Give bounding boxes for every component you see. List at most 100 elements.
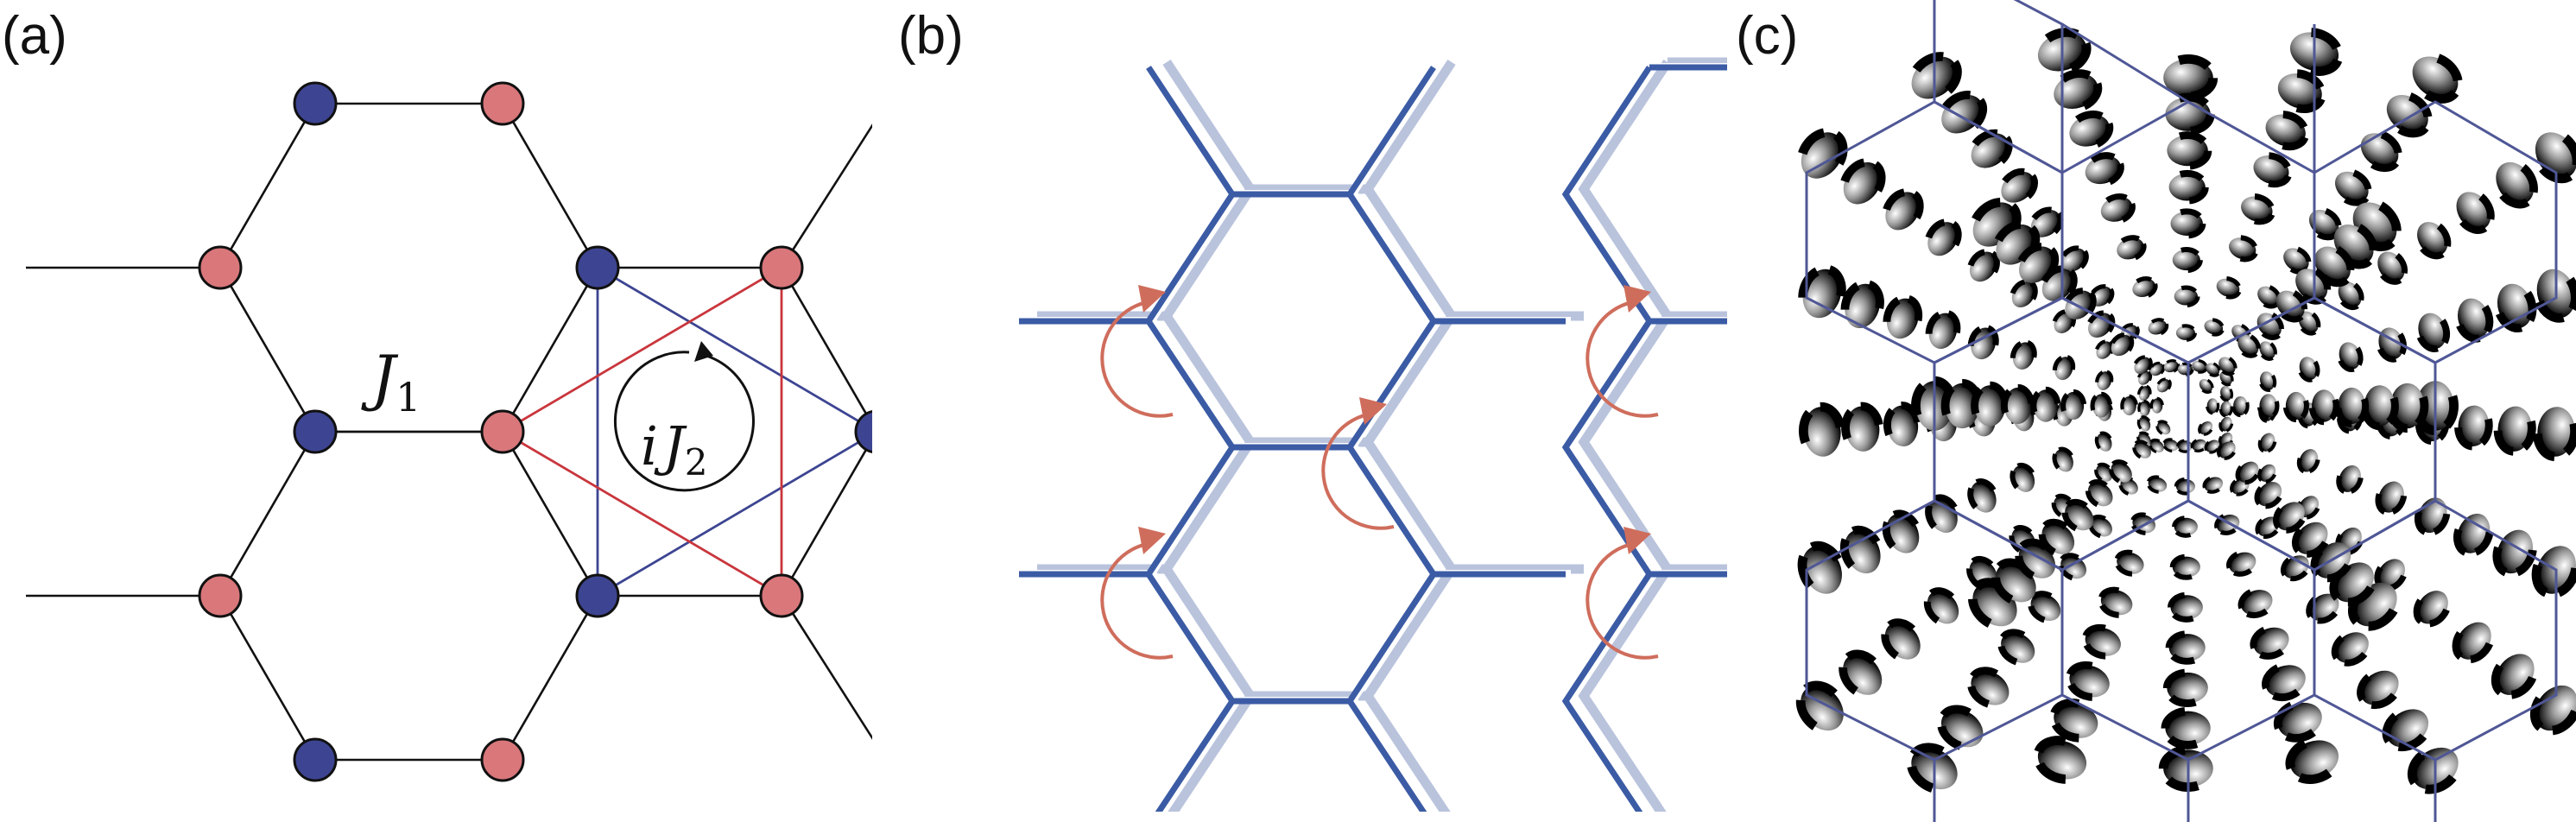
- helix-coil: [2081, 623, 2124, 661]
- helix-coil: [2135, 413, 2155, 435]
- helix-coil: [1877, 616, 1927, 667]
- helix-coil: [2010, 339, 2038, 372]
- helix-coil: [2215, 354, 2238, 377]
- site-red: [480, 737, 525, 782]
- helix-coil: [2364, 385, 2396, 427]
- next-nearest-neighbor-bonds: [500, 265, 872, 598]
- helix-coil: [2094, 431, 2115, 454]
- helix-coil: [2114, 234, 2147, 262]
- helix-coil: [1878, 186, 1927, 237]
- helix-coil: [2114, 549, 2147, 578]
- helix-coil: [2009, 462, 2039, 496]
- nnn-blue-triangle: [596, 265, 872, 598]
- helix-coil: [2257, 431, 2278, 454]
- helix-coil: [2217, 383, 2236, 404]
- helix-coil: [2092, 394, 2111, 417]
- helix-coil: [2202, 317, 2225, 337]
- helix-coil: [2098, 585, 2136, 619]
- helix-coil: [2098, 193, 2136, 226]
- helix-coil: [2233, 396, 2248, 415]
- helix-coil: [2457, 404, 2491, 447]
- helix-coil: [2492, 280, 2538, 332]
- helix-coil: [2176, 326, 2195, 340]
- helix-tube: [1915, 381, 2164, 431]
- helix-coil: [2411, 216, 2454, 262]
- helix-coil: [2206, 396, 2220, 415]
- helix-coil: [1844, 405, 1881, 452]
- helix-coil: [2237, 585, 2276, 619]
- helix-coil: [2176, 439, 2194, 453]
- helix-coil: [2034, 389, 2058, 421]
- helix-coil: [1880, 509, 1925, 559]
- panel-a-diagram: J1 iJ2: [26, 81, 872, 782]
- helix-coil: [2257, 370, 2276, 392]
- helix-coil: [2261, 660, 2310, 703]
- helix-coil: [2083, 477, 2117, 511]
- helix-coil: [2529, 540, 2576, 600]
- helix-coil: [2338, 388, 2365, 424]
- helix-coil: [2122, 396, 2136, 415]
- panel-a-honeycomb-haldane: (a): [0, 0, 872, 822]
- helix-coil: [2174, 288, 2199, 306]
- helix-coil: [2173, 557, 2200, 578]
- helix-coil: [2153, 417, 2174, 439]
- helix-coil: [2225, 548, 2258, 578]
- helix-coil: [2083, 308, 2117, 343]
- helix-coil: [2531, 264, 2576, 323]
- helix-coil: [2004, 388, 2032, 424]
- helix-coil: [2216, 413, 2236, 435]
- helix-coil: [2167, 673, 2208, 704]
- site-red: [759, 573, 804, 618]
- helix-coil: [2173, 250, 2200, 270]
- helix-coil: [2135, 383, 2154, 404]
- helix-coil: [2136, 399, 2153, 419]
- helix-coil: [2329, 626, 2375, 669]
- helix-coil: [1965, 664, 2016, 712]
- helix-coil: [1923, 493, 1963, 538]
- helix-coil: [2202, 475, 2225, 495]
- helix-coil: [1975, 385, 2006, 427]
- helix-coil: [1792, 677, 1852, 739]
- current-arrow-icon: [1585, 527, 1659, 660]
- panel-b-label: (b): [898, 6, 964, 66]
- helix-coil: [2225, 234, 2258, 263]
- helix-coil: [2297, 355, 2321, 383]
- helix-coil: [2487, 646, 2541, 702]
- helix-coil: [1882, 294, 1923, 343]
- helix-coil: [1839, 280, 1885, 333]
- panel-a-label: (a): [2, 6, 67, 66]
- panel-c-3d-helix-lattice: (c): [1736, 0, 2576, 822]
- helix-coil: [2165, 711, 2211, 745]
- helix-coil: [2535, 406, 2576, 458]
- j1-label: J1: [361, 343, 421, 420]
- site-red: [198, 245, 243, 290]
- helix-coil: [2049, 68, 2103, 115]
- helix-coil: [2286, 392, 2307, 420]
- helix-coil: [2250, 623, 2294, 661]
- site-red: [480, 409, 525, 454]
- helix-coil: [2379, 701, 2435, 755]
- helix-coil: [2153, 375, 2174, 397]
- helix-coil: [1835, 646, 1890, 702]
- helix-coil: [2256, 338, 2279, 363]
- helix-coil: [2146, 317, 2168, 337]
- helix-coil: [1925, 309, 1962, 352]
- helix-tube: [2206, 381, 2454, 431]
- helix-coil: [2335, 462, 2365, 496]
- nnn-red-triangle: [500, 265, 783, 598]
- helix-coil: [2375, 325, 2408, 363]
- helix-coil: [2161, 357, 2182, 376]
- helix-coil: [1995, 626, 2041, 669]
- helix-coil: [2195, 417, 2217, 439]
- ij2-label: iJ2: [641, 414, 707, 484]
- helix-coil: [2413, 493, 2453, 537]
- helix-coil: [2095, 370, 2114, 392]
- helix-coil: [2237, 193, 2276, 226]
- helix-coil: [2218, 399, 2234, 418]
- helix-coil: [1838, 524, 1887, 579]
- helix-coil: [2052, 355, 2076, 383]
- helix-coil: [2252, 308, 2287, 343]
- current-arrows: [1100, 285, 1659, 660]
- helix-coil: [2488, 155, 2541, 212]
- helix-coil: [2336, 339, 2364, 372]
